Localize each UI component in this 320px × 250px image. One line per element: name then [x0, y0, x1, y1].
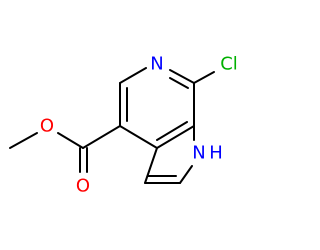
pyrrole-nitrogen-label: N — [192, 143, 205, 164]
bond-c3a-c4 — [119, 125, 158, 149]
bond-c7-cl — [193, 71, 215, 84]
atom-labels: N Cl N H O O — [40, 54, 238, 197]
bonds — [9, 67, 215, 184]
pyrrole-hydrogen-label: H — [209, 143, 223, 164]
bond-n6-c7-inner — [169, 77, 189, 89]
bond-n1-c2 — [179, 165, 193, 184]
bond-c5-n6 — [119, 67, 147, 84]
bond-ccarbonyl-oester — [57, 132, 84, 149]
carbonyl-oxygen-label: O — [76, 176, 90, 197]
ring-nitrogen-label: N — [150, 54, 163, 75]
bond-c3-c3a — [144, 147, 158, 184]
structure-diagram: N Cl N H O O — [9, 54, 238, 197]
bond-n6-c7 — [169, 69, 195, 84]
bond-oester-methyl — [9, 132, 38, 149]
ester-oxygen-label: O — [40, 116, 54, 137]
bond-c7a-c3a — [156, 125, 195, 149]
bond-c4-ccarbonyl — [82, 125, 121, 149]
bond-c7a-c3a-inner — [156, 121, 188, 141]
chlorine-label: Cl — [220, 54, 238, 75]
